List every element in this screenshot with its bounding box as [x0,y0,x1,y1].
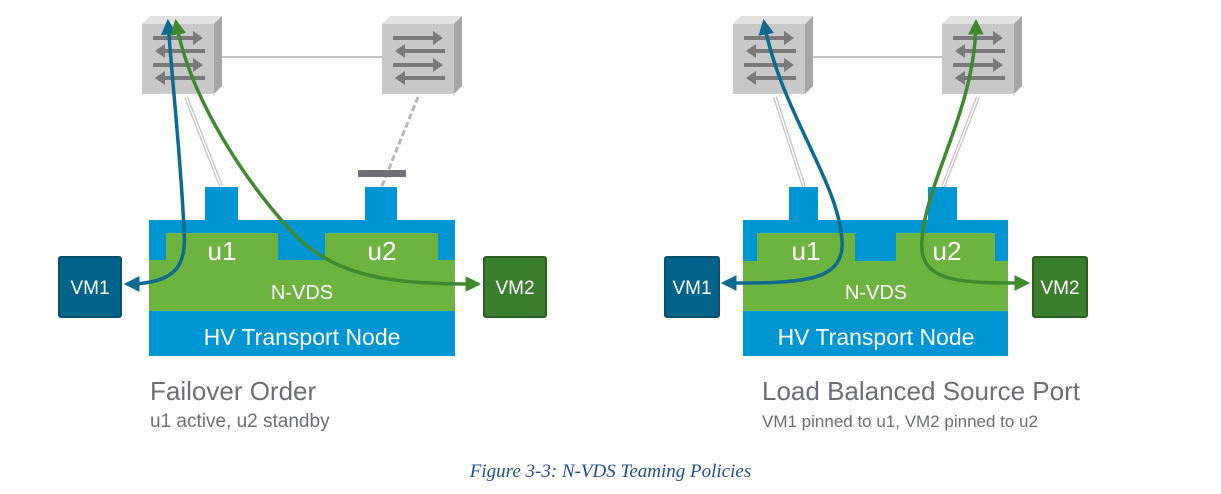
failover-subtitle: u1 active, u2 standby [150,411,330,432]
host-label: HV Transport Node [204,324,401,350]
uplink-u2-label: u2 [368,236,397,266]
vm1-label: VM1 [70,278,109,299]
blocked-link-bar [358,170,406,177]
nvds-label: N-VDS [845,282,907,304]
uplink-u1-label: u1 [792,236,821,266]
figure-caption: Figure 3-3: N-VDS Teaming Policies [469,461,752,482]
physical-switch-2-icon [382,16,462,94]
host-label: HV Transport Node [778,324,975,350]
vm1-traffic-flow [123,18,187,292]
pnic-u1 [205,187,238,222]
vm2-box [1032,256,1088,318]
vm1-box [58,256,122,318]
failover-title: Failover Order [150,376,316,406]
vm2-box [483,256,547,318]
pnic-u1 [789,187,818,222]
nvds-label: N-VDS [271,282,333,304]
uplink-u2-label: u2 [933,236,962,266]
uplink-u2-standby-link [380,96,420,187]
physical-switch-2-icon [942,16,1022,94]
vm2-traffic-flow [170,18,479,286]
failover-diagram: u1 u2 N-VDS HV Transport Node VM1 VM2 Fa… [58,16,547,432]
physical-switch-1-icon [142,16,222,94]
load-balanced-subtitle: VM1 pinned to u1, VM2 pinned to u2 [762,412,1038,431]
pnic-u2 [365,187,397,222]
vm2-traffic-flow [920,18,1031,291]
load-balanced-title: Load Balanced Source Port [762,376,1081,406]
vm2-label: VM2 [495,278,534,299]
vm2-label: VM2 [1040,278,1079,299]
vm1-box [664,256,720,318]
uplink-u1-label: u1 [208,236,237,266]
load-balanced-diagram: u1 u2 N-VDS HV Transport Node VM1 VM2 Lo… [664,16,1088,431]
vm1-traffic-flow [720,18,844,291]
vm1-label: VM1 [672,278,711,299]
